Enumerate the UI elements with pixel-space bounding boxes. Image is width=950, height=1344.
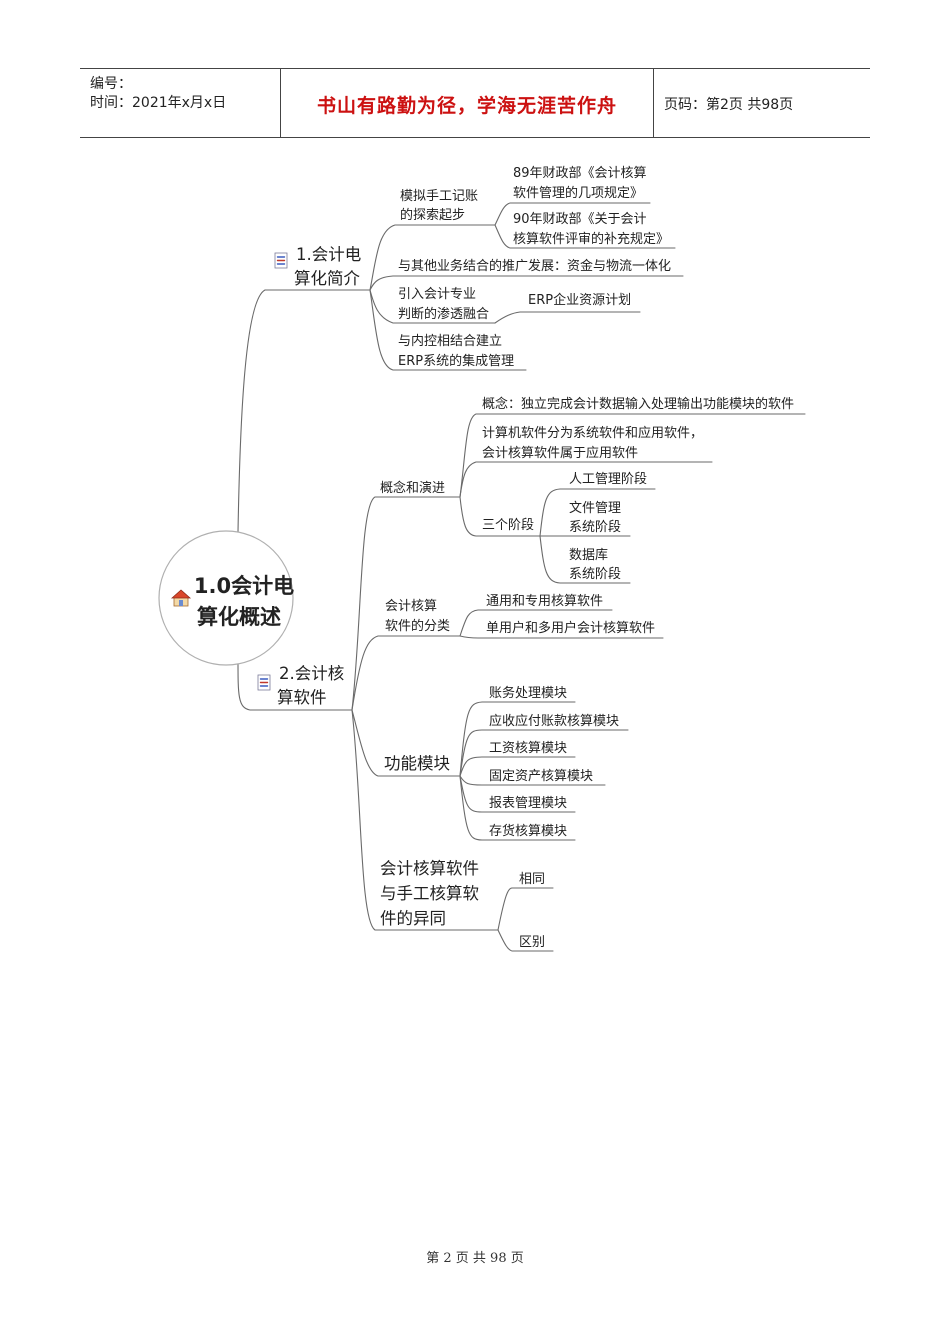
b1-manual-line2: 的探索起步: [400, 207, 465, 223]
branch2-label-line2: 算软件: [277, 688, 327, 707]
b2-function-modules: 功能模块: [384, 754, 450, 773]
module-item: 账务处理模块: [489, 685, 567, 701]
branch1-label-line2: 算化简介: [294, 269, 361, 288]
b2-compare-line2: 与手工核算软: [380, 884, 479, 903]
rule-89-line2: 软件管理的几项规定》: [513, 185, 643, 201]
module-item: 工资核算模块: [489, 741, 567, 756]
module-item: 固定资产核算模块: [489, 769, 593, 784]
rule-90-line1: 90年财政部《关于会计: [513, 212, 647, 227]
erp-plan: ERP企业资源计划: [528, 292, 631, 308]
root-node-circle: [158, 530, 294, 666]
three-stages: 三个阶段: [482, 518, 534, 533]
b1-manual-line1: 模拟手工记账: [400, 189, 478, 204]
b1-control-line2: ERP系统的集成管理: [398, 353, 514, 369]
header-motto: 书山有路勤为径，学海无涯苦作舟: [316, 95, 617, 117]
branch1-label-line1: 1.会计电: [296, 245, 361, 264]
header-center-cell: 书山有路勤为径，学海无涯苦作舟: [281, 69, 654, 137]
list-icon: [257, 674, 271, 691]
module-item: 应收应付账款核算模块: [489, 713, 619, 729]
b1-integration-line2: 判断的渗透融合: [398, 306, 489, 322]
compare-same: 相同: [519, 872, 545, 887]
software-types-line2: 会计核算软件属于应用软件: [482, 445, 638, 461]
single-multi-user-software: 单用户和多用户会计核算软件: [486, 620, 655, 636]
stage-manual: 人工管理阶段: [569, 472, 647, 487]
compare-difference: 区别: [519, 935, 545, 950]
document-time-label: 时间：2021年x月x日: [90, 95, 227, 111]
module-item: 报表管理模块: [489, 796, 567, 811]
header-table: 编号： 时间：2021年x月x日 书山有路勤为径，学海无涯苦作舟 页码：第2页 …: [80, 68, 870, 138]
document-number-label: 编号：: [90, 76, 132, 92]
concept-definition: 概念：独立完成会计数据输入处理输出功能模块的软件: [482, 396, 794, 412]
general-special-software: 通用和专用核算软件: [486, 594, 603, 609]
stage-db-line2: 系统阶段: [569, 567, 621, 582]
rule-89-line1: 89年财政部《会计核算: [513, 166, 647, 181]
b2-classification-line2: 软件的分类: [385, 618, 450, 634]
b1-control-line1: 与内控相结合建立: [398, 333, 502, 349]
list-icon: [274, 252, 288, 269]
stage-file-line2: 系统阶段: [569, 520, 621, 535]
connector-lines: [237, 202, 806, 952]
b2-compare-line1: 会计核算软件: [380, 859, 479, 878]
module-item: 存货核算模块: [489, 823, 567, 839]
header-page-label: 页码：第2页 共98页: [664, 97, 794, 113]
root-label-line1: 1.0会计电: [194, 574, 294, 598]
software-types-line1: 计算机软件分为系统软件和应用软件，: [482, 425, 703, 441]
stage-file-line1: 文件管理: [569, 501, 621, 516]
mind-map: 1.0会计电 算化概述 1.会计电 算化简介 模拟手工记账 的探索起步 89年财…: [158, 166, 806, 952]
b2-classification-line1: 会计核算: [385, 599, 437, 614]
b1-promotion: 与其他业务结合的推广发展：资金与物流一体化: [398, 258, 671, 274]
rule-90-line2: 核算软件评审的补充规定》: [513, 231, 669, 247]
page-footer: 第 2 页 共 98 页: [426, 1251, 524, 1266]
b2-compare-line3: 件的异同: [380, 909, 446, 928]
branch2-label-line1: 2.会计核: [279, 664, 344, 683]
header-right-cell: 页码：第2页 共98页: [654, 69, 870, 137]
b1-integration-line1: 引入会计专业: [398, 287, 476, 302]
header-left-cell: 编号： 时间：2021年x月x日: [80, 69, 281, 137]
b2-concept: 概念和演进: [380, 480, 445, 496]
root-label-line2: 算化概述: [197, 605, 281, 629]
home-icon: [170, 589, 192, 607]
stage-db-line1: 数据库: [569, 547, 608, 563]
